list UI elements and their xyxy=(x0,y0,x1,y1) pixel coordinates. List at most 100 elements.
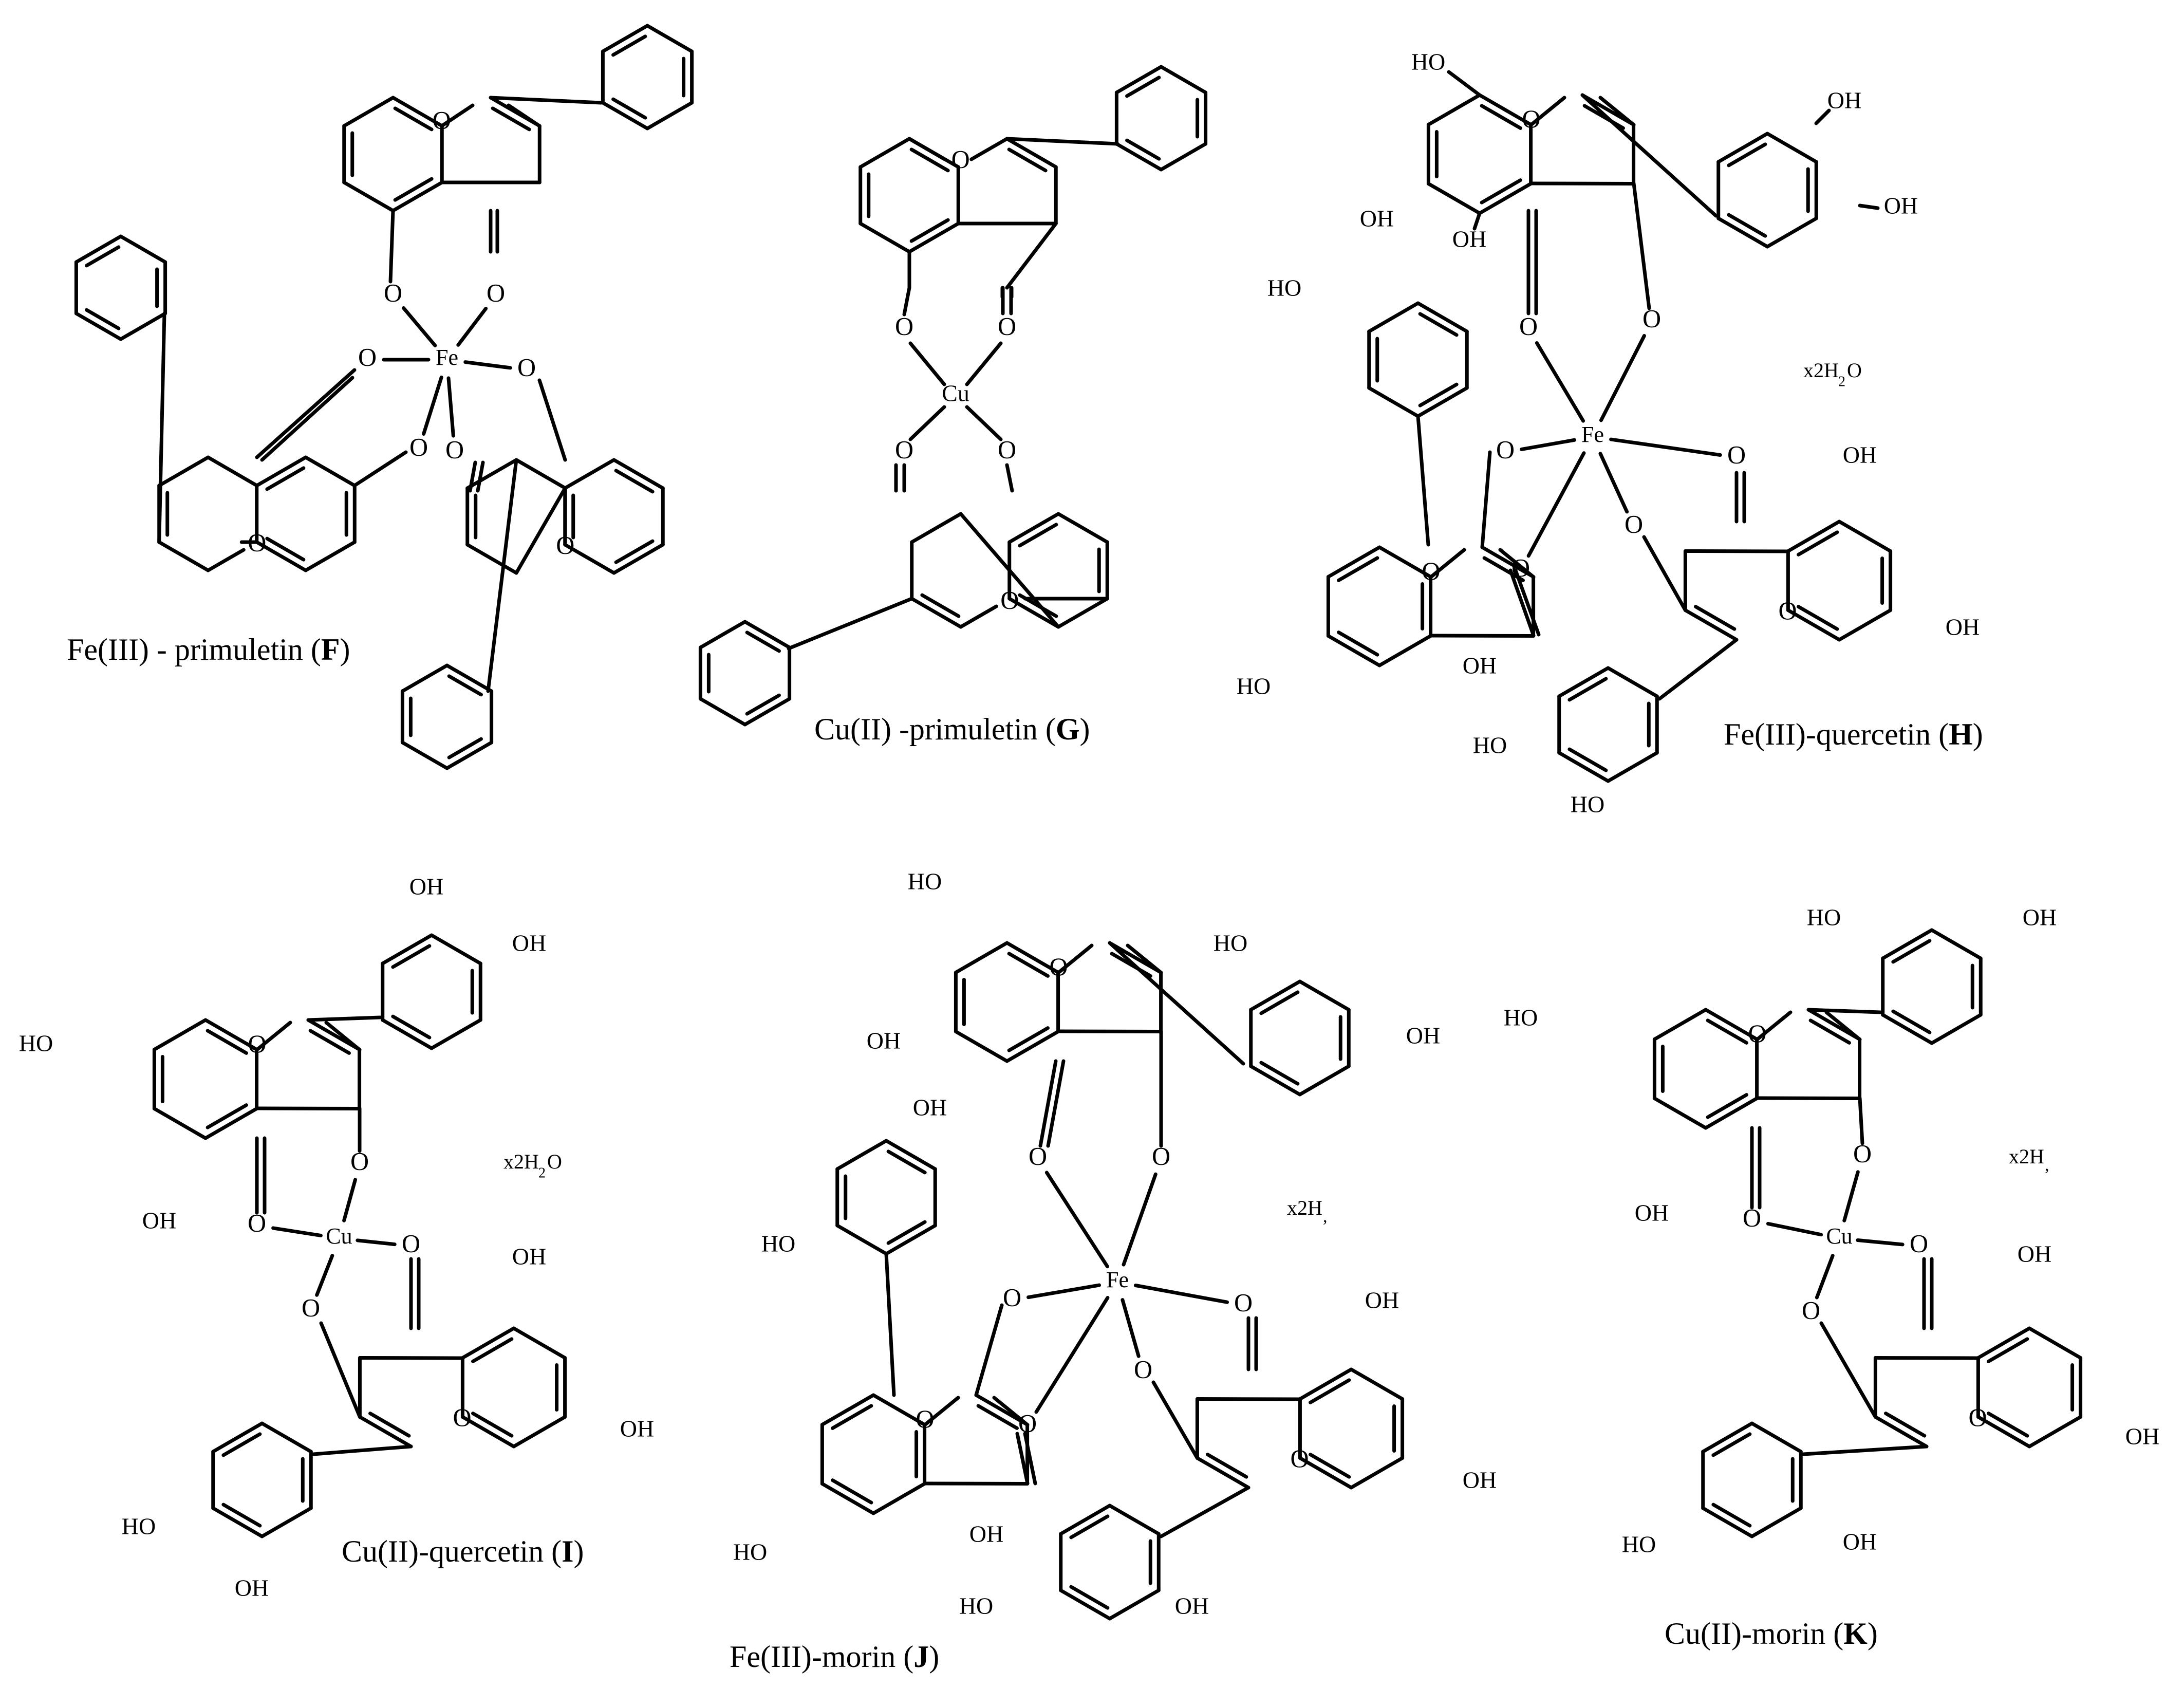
hydroxyl-label: OH xyxy=(512,930,546,956)
bond xyxy=(861,139,909,167)
bond xyxy=(1608,668,1657,696)
hydroxyl-label: OH xyxy=(1175,1593,1209,1619)
ring-oxygen-label: O xyxy=(1748,1019,1766,1048)
hydroxyl-label: HO xyxy=(959,1593,993,1619)
caption-close: ) xyxy=(1868,1617,1878,1650)
bond xyxy=(837,1226,886,1254)
caption-close: ) xyxy=(929,1640,939,1674)
bond xyxy=(478,462,483,491)
iron-atom-label: Fe xyxy=(1581,422,1604,447)
bond xyxy=(308,1017,380,1020)
coordination-bond xyxy=(317,1256,332,1295)
bond xyxy=(1634,183,1649,308)
hydroxyl-label: OH xyxy=(2125,1423,2159,1450)
bond xyxy=(1110,943,1243,1064)
ring-oxygen-label: O xyxy=(453,1403,472,1432)
hydroxyl-label: OH xyxy=(620,1416,654,1442)
bond xyxy=(904,288,909,314)
coordination-bond xyxy=(1123,1300,1138,1357)
hydroxyl-label: HO xyxy=(1411,49,1445,75)
hydroxyl-label: OH xyxy=(2023,904,2057,931)
hydroxyl-label: OH xyxy=(1360,206,1394,232)
coordination-bond xyxy=(1522,440,1575,449)
bond xyxy=(956,1032,1007,1062)
coordination-bond xyxy=(1124,1174,1155,1265)
bond xyxy=(2029,1328,2081,1358)
hydroxyl-label: HO xyxy=(1807,904,1841,931)
bond-double xyxy=(1729,215,1765,236)
bond xyxy=(1608,753,1657,781)
oxygen-label: O xyxy=(1519,311,1538,340)
bond-double xyxy=(613,99,645,118)
oxygen-label: O xyxy=(445,435,464,463)
hydroxyl-label: OH xyxy=(867,1028,901,1054)
hydroxyl-label: OH xyxy=(1635,1200,1669,1226)
bond xyxy=(1351,1458,1403,1488)
bond xyxy=(1752,1508,1801,1536)
bond xyxy=(1449,72,1480,95)
bond xyxy=(491,98,601,103)
bond-double xyxy=(1570,749,1606,770)
bond-double xyxy=(493,108,529,129)
bond-double xyxy=(223,1505,260,1526)
bond xyxy=(1803,1446,1927,1454)
bond-double xyxy=(1570,679,1606,700)
hydroxyl-label: OH xyxy=(1884,193,1918,219)
caption-g: Cu(II) -primuletin (G) xyxy=(814,712,1090,746)
bond-double xyxy=(449,676,481,695)
bond xyxy=(565,460,614,488)
hydroxyl-label: HO xyxy=(908,868,942,895)
oxygen-label: O xyxy=(895,435,913,463)
hydrate-label: x2H xyxy=(2009,1145,2044,1168)
bond xyxy=(912,514,961,542)
bond xyxy=(1040,1061,1056,1146)
bond-double xyxy=(1713,1505,1750,1526)
bond xyxy=(1128,945,1161,973)
oxygen-label: O xyxy=(1910,1229,1928,1257)
bond xyxy=(344,98,393,126)
bond-double xyxy=(1020,525,1056,546)
bond xyxy=(1300,1066,1349,1095)
bond xyxy=(886,1254,894,1395)
hydrate-label: x2H xyxy=(503,1150,539,1173)
bond xyxy=(306,542,354,570)
bond xyxy=(1659,640,1737,699)
coordination-bond xyxy=(1600,454,1627,512)
hydroxyl-label: OH xyxy=(142,1208,176,1234)
bond xyxy=(1654,1099,1706,1128)
bond xyxy=(432,935,480,963)
bond xyxy=(432,1020,480,1048)
caption-letter: G xyxy=(1056,712,1080,746)
oxygen-label: O xyxy=(1743,1203,1761,1232)
bond-double xyxy=(616,541,652,562)
hydroxyl-label: OH xyxy=(969,1521,1003,1547)
bond-double xyxy=(449,739,481,757)
hydroxyl-label: OH xyxy=(1365,1287,1399,1313)
coordination-bond xyxy=(1817,1256,1833,1297)
bond xyxy=(154,1020,206,1050)
bond xyxy=(1161,144,1206,170)
bond xyxy=(647,26,692,51)
bond xyxy=(1839,610,1891,640)
bond xyxy=(1428,184,1480,214)
bond xyxy=(208,550,244,570)
ring-oxygen-label: O xyxy=(916,1404,934,1433)
bond xyxy=(1821,1323,1875,1417)
oxygen-label: O xyxy=(1134,1355,1152,1383)
hydrate-label: , xyxy=(1323,1207,1328,1226)
bond xyxy=(1644,537,1685,610)
bond-double xyxy=(267,468,304,489)
bond xyxy=(976,1305,1002,1395)
bond-double xyxy=(87,310,119,328)
bond-double xyxy=(87,247,119,266)
caption-name: Fe(III)-quercetin ( xyxy=(1724,717,1949,751)
bond xyxy=(1600,98,1634,125)
oxygen-label: O xyxy=(350,1146,369,1175)
bond xyxy=(1875,1358,1978,1359)
bond xyxy=(700,622,745,647)
hydroxyl-label: HO xyxy=(1504,1005,1538,1031)
hydroxyl-label: OH xyxy=(1827,87,1861,114)
caption-k: Cu(II)-morin (K) xyxy=(1665,1617,1878,1650)
bond xyxy=(1048,1061,1063,1146)
hydroxyl-label: HO xyxy=(1214,930,1247,956)
